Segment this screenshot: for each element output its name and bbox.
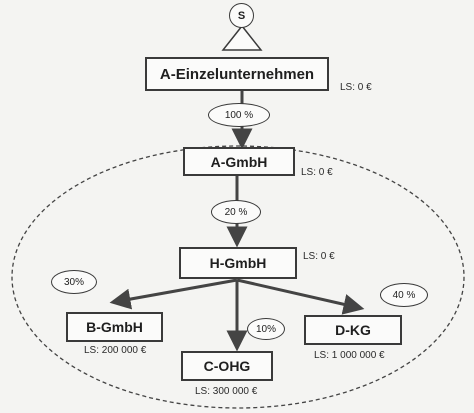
entity-a-gmbh: A-GmbH — [183, 147, 295, 176]
entity-b-gmbh: B-GmbH — [66, 312, 163, 342]
entity-ls-c-ohg: LS: 300 000 € — [195, 386, 258, 397]
entity-ls-a-einzelunternehmen: LS: 0 € — [340, 82, 372, 93]
entity-ls-b-gmbh: LS: 200 000 € — [84, 345, 147, 356]
arrow-h-gmbh-to-b-gmbh — [109, 278, 238, 310]
shareholder-triangle — [221, 24, 263, 51]
share-badge-30: 30% — [51, 270, 97, 294]
entity-name: A-Einzelunternehmen — [159, 65, 315, 83]
share-value: 10% — [255, 323, 276, 335]
shareholder-label: S — [237, 9, 246, 22]
share-badge-100: 100 % — [208, 103, 270, 127]
shareholder-node: S — [229, 3, 254, 28]
entity-d-kg: D-KG — [304, 315, 402, 345]
share-value: 100 % — [224, 109, 254, 121]
share-badge-20: 20 % — [211, 200, 261, 224]
entity-ls-d-kg: LS: 1 000 000 € — [314, 350, 385, 361]
entity-h-gmbh: H-GmbH — [179, 247, 297, 279]
entity-ls-h-gmbh: LS: 0 € — [303, 251, 335, 262]
arrow-h-gmbh-to-d-kg — [236, 278, 365, 315]
entity-name: C-OHG — [203, 358, 251, 374]
entity-a-einzelunternehmen: A-Einzelunternehmen — [145, 57, 329, 91]
share-value: 20 % — [224, 206, 248, 218]
share-value: 30% — [63, 276, 84, 288]
entity-c-ohg: C-OHG — [181, 351, 273, 381]
entity-name: B-GmbH — [86, 319, 143, 335]
entity-name: A-GmbH — [210, 153, 268, 170]
share-badge-10: 10% — [247, 318, 285, 340]
entity-name: H-GmbH — [209, 255, 267, 271]
share-badge-40: 40 % — [380, 283, 428, 307]
entity-name: D-KG — [335, 322, 371, 338]
entity-ls-a-gmbh: LS: 0 € — [301, 167, 333, 178]
share-value: 40 % — [392, 289, 416, 301]
